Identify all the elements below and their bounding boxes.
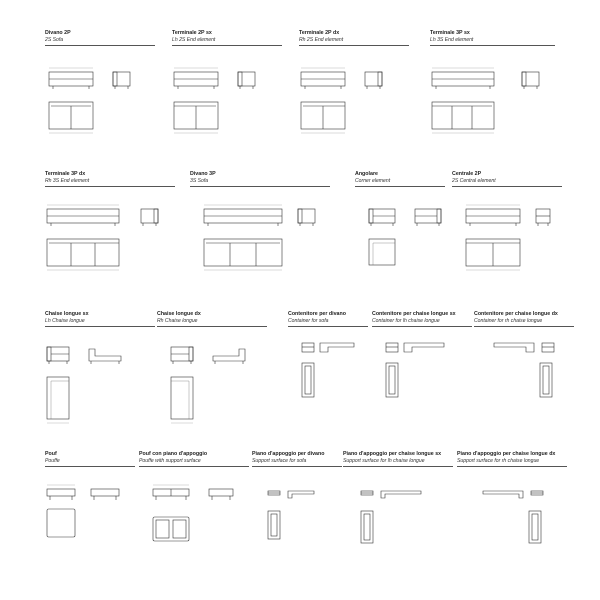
item-subtitle: Support surface for rh chaise longue (457, 457, 540, 464)
item-subtitle: 2S Central element (452, 177, 496, 184)
title-rule (355, 185, 445, 187)
title-rule (252, 465, 342, 467)
technical-drawing (267, 490, 315, 540)
item-subtitle: Support surface for sofa (252, 457, 307, 464)
title-rule (299, 44, 409, 46)
item-contenitore-chaise-sx: Contenitore per chaise longue sx Contain… (372, 311, 472, 398)
title-rule (343, 465, 453, 467)
technical-drawing (170, 346, 246, 424)
technical-drawing (152, 484, 234, 542)
title-rule (172, 44, 282, 46)
item-subtitle: Pouffe (45, 457, 60, 464)
technical-drawing (301, 342, 355, 398)
technical-drawing (173, 67, 256, 134)
title-rule (372, 325, 472, 327)
item-subtitle: Rh Chaise longue (157, 317, 198, 324)
item-title: Contenitore per chaise longue sx (372, 311, 456, 317)
item-piano-chaise-sx: Piano d'appoggio per chaise longue sx Su… (343, 451, 453, 544)
item-terminale-3p-sx: Terminale 3P sx Lh 3S End element (430, 30, 555, 134)
title-rule (457, 465, 567, 467)
item-subtitle: Pouffe with support surface (139, 457, 201, 464)
item-terminale-2p-dx: Terminale 2P dx Rh 2S End element (299, 30, 409, 134)
item-contenitore-chaise-dx: Contenitore per chaise longue dx Contain… (474, 311, 574, 398)
item-subtitle: Lh 3S End element (430, 36, 474, 43)
item-piano-chaise-dx: Piano d'appoggio per chaise longue dx Su… (457, 451, 567, 544)
item-subtitle: Lh Chaise longue (45, 317, 85, 324)
item-subtitle: 2S Sofa (45, 36, 64, 43)
technical-drawing (493, 342, 555, 398)
item-subtitle: 3S Sofa (190, 177, 209, 184)
item-title: Chaise longue sx (45, 311, 89, 317)
item-title: Piano d'appoggio per chaise longue sx (343, 451, 442, 457)
title-rule (45, 325, 155, 327)
item-title: Divano 2P (45, 30, 71, 36)
item-piano-divano: Piano d'appoggio per divano Support surf… (252, 451, 342, 540)
technical-drawing (465, 204, 551, 271)
title-rule (430, 44, 555, 46)
item-title: Angolare (355, 171, 378, 177)
title-rule (474, 325, 574, 327)
item-chaise-longue-sx: Chaise longue sx Lh Chaise longue (45, 311, 155, 424)
item-divano-3p: Divano 3P 3S Sofa (190, 171, 330, 271)
technical-drawing (360, 490, 422, 544)
item-title: Pouf con piano d'appoggio (139, 451, 208, 457)
technical-drawing (46, 346, 122, 424)
title-rule (157, 325, 267, 327)
item-title: Piano d'appoggio per divano (252, 451, 325, 457)
item-title: Chaise longue dx (157, 311, 201, 317)
technical-drawing (300, 67, 383, 134)
item-title: Pouf (45, 451, 57, 457)
item-title: Terminale 2P sx (172, 30, 212, 36)
item-title: Terminale 3P sx (430, 30, 470, 36)
item-subtitle: Container for lh chaise longue (372, 317, 440, 324)
item-pouf: Pouf Pouffe (45, 451, 135, 538)
title-rule (45, 44, 155, 46)
item-subtitle: Corner element (355, 177, 391, 184)
item-subtitle: Rh 2S End element (299, 36, 344, 43)
title-rule (288, 325, 368, 327)
item-subtitle: Container for rh chaise longue (474, 317, 543, 324)
technical-drawing (385, 342, 445, 398)
item-subtitle: Support surface for lh chaise longue (343, 457, 425, 464)
title-rule (190, 185, 330, 187)
technical-drawing (48, 67, 131, 134)
item-contenitore-divano: Contenitore per divano Container for sof… (288, 311, 368, 398)
item-subtitle: Container for sofa (288, 317, 329, 324)
title-rule (45, 465, 135, 467)
item-title: Terminale 2P dx (299, 30, 340, 36)
item-centrale-2p: Centrale 2P 2S Central element (452, 171, 562, 271)
item-angolare: Angolare Corner element (355, 171, 445, 266)
item-terminale-3p-dx: Terminale 3P dx Rh 3S End element (45, 171, 175, 271)
item-pouf-appoggio: Pouf con piano d'appoggio Pouffe with su… (139, 451, 249, 542)
item-chaise-longue-dx: Chaise longue dx Rh Chaise longue (157, 311, 267, 424)
technical-drawing (46, 204, 159, 271)
item-title: Contenitore per chaise longue dx (474, 311, 558, 317)
technical-drawing (203, 204, 316, 271)
item-subtitle: Lh 2S End element (172, 36, 216, 43)
item-terminale-2p-sx: Terminale 2P sx Lh 2S End element (172, 30, 282, 134)
technical-drawing (482, 490, 544, 544)
technical-drawing (46, 484, 120, 538)
item-title: Piano d'appoggio per chaise longue dx (457, 451, 556, 457)
title-rule (45, 185, 175, 187)
item-title: Contenitore per divano (288, 311, 346, 317)
title-rule (452, 185, 562, 187)
title-rule (139, 465, 249, 467)
item-title: Centrale 2P (452, 171, 482, 177)
item-title: Terminale 3P dx (45, 171, 86, 177)
technical-drawing (431, 67, 540, 134)
item-title: Divano 3P (190, 171, 216, 177)
item-divano-2p: Divano 2P 2S Sofa (45, 30, 155, 134)
technical-drawing (368, 208, 442, 266)
item-subtitle: Rh 3S End element (45, 177, 90, 184)
